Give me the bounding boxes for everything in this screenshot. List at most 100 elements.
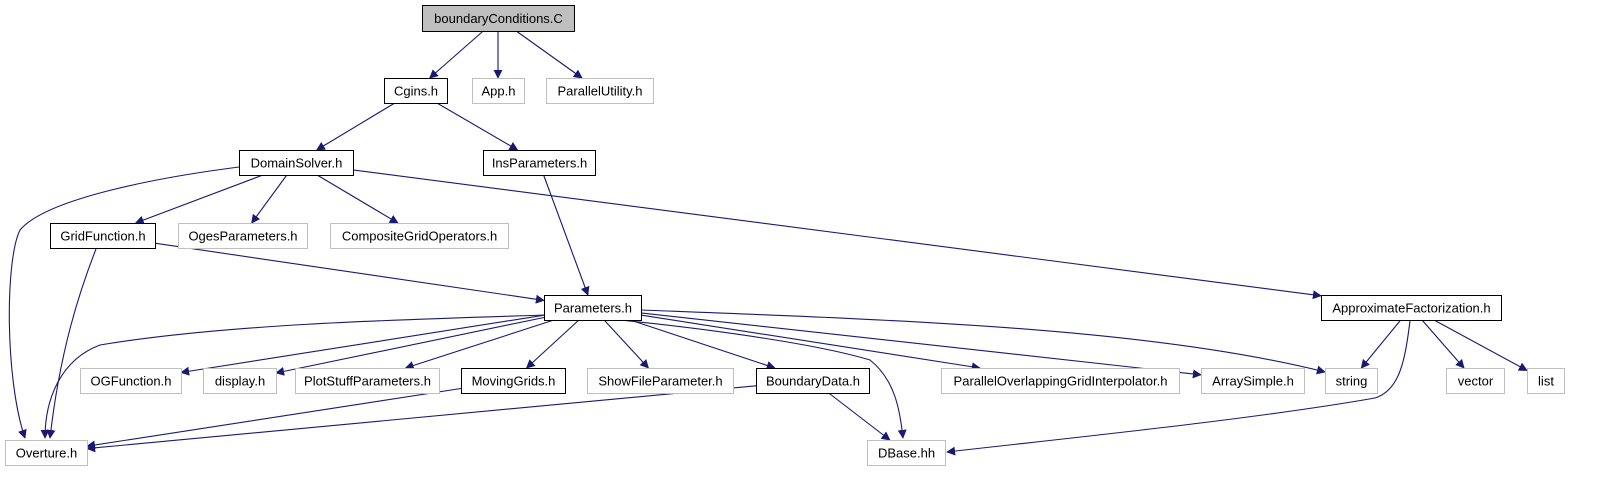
- node-Parameters_h[interactable]: Parameters.h: [544, 295, 642, 321]
- node-ShowFileParameter_h: ShowFileParameter.h: [587, 368, 734, 394]
- node-label: display.h: [215, 374, 265, 389]
- edge-Parameters_h-to-PlotStuffParameters_h: [404, 319, 555, 370]
- node-label: GridFunction.h: [60, 229, 145, 244]
- node-string: string: [1325, 368, 1378, 394]
- edge-Parameters_h-to-MovingGrids_h: [525, 319, 580, 369]
- node-label: ParallelUtility.h: [557, 84, 642, 99]
- node-DomainSolver_h[interactable]: DomainSolver.h: [239, 150, 354, 176]
- edge-Cgins_h-to-DomainSolver_h: [315, 102, 396, 151]
- node-box: [384, 78, 448, 104]
- edge-MovingGrids_h-to-Overture_h: [86, 387, 462, 450]
- edge-DomainSolver_h-to-CompositeGridOperators_h: [316, 174, 399, 224]
- edge-Parameters_h-to-OGFunction_h: [180, 314, 545, 376]
- edge-Cgins_h-to-InsParameters_h: [436, 102, 519, 151]
- edge-GridFunction_h-to-Parameters_h: [154, 242, 545, 304]
- node-box: [422, 5, 575, 32]
- node-box: [178, 223, 308, 249]
- node-label: BoundaryData.h: [766, 374, 860, 389]
- node-label: App.h: [482, 84, 516, 99]
- node-label: boundaryConditions.C: [434, 11, 563, 26]
- edge-DomainSolver_h-to-GridFunction_h: [134, 174, 264, 225]
- node-label: list: [1538, 374, 1554, 389]
- node-GridFunction_h[interactable]: GridFunction.h: [50, 223, 156, 249]
- edge-layer: [8, 30, 1528, 456]
- node-BoundaryData_h[interactable]: BoundaryData.h: [756, 368, 870, 394]
- edge-BoundaryData_h-to-DBase_hh: [828, 392, 891, 441]
- node-box: [756, 368, 870, 394]
- node-DBase_hh: DBase.hh: [867, 440, 946, 466]
- node-box: [50, 223, 156, 249]
- node-Overture_h: Overture.h: [5, 440, 88, 466]
- edge-DomainSolver_h-to-OgesParameters_h: [251, 174, 288, 224]
- node-box: [483, 150, 596, 176]
- edge-boundaryConditions_C-to-ParallelUtility_h: [515, 30, 583, 79]
- node-label: ApproximateFactorization.h: [1332, 301, 1490, 316]
- node-box: [546, 78, 654, 104]
- node-box: [472, 78, 525, 104]
- edge-InsParameters_h-to-Parameters_h: [543, 174, 590, 296]
- node-box: [239, 150, 354, 176]
- edge-ApproximateFactorization_h-to-vector: [1421, 319, 1465, 369]
- node-box: [587, 368, 734, 394]
- node-label: DBase.hh: [878, 446, 935, 461]
- node-label: OGFunction.h: [91, 374, 172, 389]
- node-vector: vector: [1446, 368, 1505, 394]
- node-OGFunction_h: OGFunction.h: [80, 368, 182, 394]
- edge-Parameters_h-to-DBase_hh: [619, 319, 907, 439]
- edge-Parameters_h-to-Overture_h: [40, 314, 547, 439]
- edge-ApproximateFactorization_h-to-string: [1360, 319, 1402, 369]
- node-label: PlotStuffParameters.h: [304, 374, 431, 389]
- edge-Parameters_h-to-ParallelOverlappingGridInterpolator_h: [640, 314, 981, 372]
- node-label: Parameters.h: [554, 301, 632, 316]
- node-box: [5, 440, 88, 466]
- edge-GridFunction_h-to-Overture_h: [46, 248, 97, 439]
- node-box: [941, 368, 1180, 394]
- node-box: [203, 368, 277, 394]
- node-label: CompositeGridOperators.h: [342, 229, 497, 244]
- edge-Parameters_h-to-ArraySimple_h: [640, 312, 1202, 379]
- node-box: [1325, 368, 1378, 394]
- node-label: DomainSolver.h: [251, 156, 343, 171]
- edge-boundaryConditions_C-to-Cgins_h: [429, 30, 484, 79]
- node-label: OgesParameters.h: [188, 229, 297, 244]
- node-PlotStuffParameters_h: PlotStuffParameters.h: [295, 368, 440, 394]
- edge-DomainSolver_h-to-Overture_h: [8, 165, 248, 439]
- edge-ApproximateFactorization_h-to-DBase_hh: [946, 320, 1411, 456]
- node-label: ParallelOverlappingGridInterpolator.h: [954, 374, 1168, 389]
- node-label: Cgins.h: [394, 84, 438, 99]
- edge-Parameters_h-to-string: [640, 309, 1326, 375]
- node-box: [1321, 295, 1502, 321]
- edge-Parameters_h-to-BoundaryData_h: [630, 319, 776, 370]
- node-MovingGrids_h[interactable]: MovingGrids.h: [461, 368, 566, 394]
- node-box: [1446, 368, 1505, 394]
- node-CompositeGridOperators_h: CompositeGridOperators.h: [330, 223, 509, 249]
- node-Cgins_h[interactable]: Cgins.h: [384, 78, 448, 104]
- node-display_h: display.h: [203, 368, 277, 394]
- node-label: ShowFileParameter.h: [598, 374, 722, 389]
- node-label: InsParameters.h: [492, 156, 587, 171]
- node-box: [1527, 368, 1565, 394]
- node-box: [1201, 368, 1305, 394]
- node-list: list: [1527, 368, 1565, 394]
- node-InsParameters_h[interactable]: InsParameters.h: [483, 150, 596, 176]
- edge-Parameters_h-to-ShowFileParameter_h: [603, 319, 650, 369]
- node-label: Overture.h: [16, 446, 77, 461]
- edge-BoundaryData_h-to-Overture_h: [86, 385, 757, 453]
- node-box: [80, 368, 182, 394]
- node-ParallelOverlappingGridInterpolator_h: ParallelOverlappingGridInterpolator.h: [941, 368, 1180, 394]
- node-label: string: [1336, 374, 1368, 389]
- node-box: [867, 440, 946, 466]
- node-boundaryConditions_C[interactable]: boundaryConditions.C: [422, 5, 575, 32]
- edge-ApproximateFactorization_h-to-list: [1433, 319, 1528, 371]
- edge-Parameters_h-to-display_h: [275, 316, 545, 376]
- node-box: [544, 295, 642, 321]
- node-box: [461, 368, 566, 394]
- node-ArraySimple_h: ArraySimple.h: [1201, 368, 1305, 394]
- node-label: MovingGrids.h: [472, 374, 556, 389]
- node-App_h: App.h: [472, 78, 525, 104]
- node-box: [295, 368, 440, 394]
- node-ApproximateFactorization_h[interactable]: ApproximateFactorization.h: [1321, 295, 1502, 321]
- node-OgesParameters_h: OgesParameters.h: [178, 223, 308, 249]
